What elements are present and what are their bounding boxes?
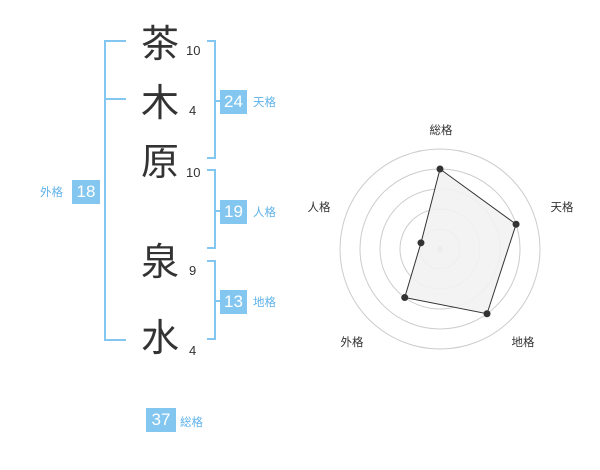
name-char-5: 水 xyxy=(140,316,179,360)
radar-point-5 xyxy=(417,239,425,247)
stroke-count-2: 4 xyxy=(189,103,197,118)
jinkaku-bracket-tick xyxy=(214,210,220,212)
chikaku-value-badge: 13 xyxy=(220,290,247,314)
radar-point-4 xyxy=(401,294,409,302)
soukaku-label: 総格 xyxy=(180,415,203,429)
radar-point-1 xyxy=(436,165,444,173)
radar-axis-label-gaikaku: 外格 xyxy=(341,335,364,349)
name-char-4: 泉 xyxy=(140,240,179,284)
gaikaku-bracket xyxy=(104,40,126,341)
radar-axis-label-chikaku: 地格 xyxy=(512,335,535,349)
tenkaku-bracket-tick xyxy=(214,100,220,102)
gaikaku-label: 外格 xyxy=(40,185,63,199)
radar-axis-label-soukaku: 総格 xyxy=(430,123,453,137)
tenkaku-value-badge: 24 xyxy=(220,90,247,114)
stroke-count-5: 4 xyxy=(189,343,197,358)
chikaku-bracket-tick xyxy=(214,300,220,302)
jinkaku-value-badge: 19 xyxy=(220,200,247,224)
name-char-2: 木 xyxy=(140,81,179,125)
radar-point-3 xyxy=(483,310,491,318)
gaikaku-bracket-tick xyxy=(104,98,126,100)
tenkaku-label: 天格 xyxy=(253,95,276,109)
gaikaku-value-badge: 18 xyxy=(72,180,100,204)
radar-point-2 xyxy=(512,220,520,228)
tenkaku-bracket xyxy=(207,40,216,159)
name-char-3: 原 xyxy=(140,140,179,184)
stroke-count-3: 10 xyxy=(186,165,201,180)
radar-grid-ring xyxy=(339,148,541,350)
radar-axis-label-jinkaku: 人格 xyxy=(308,200,331,214)
stroke-count-1: 10 xyxy=(186,43,201,58)
jinkaku-label: 人格 xyxy=(253,205,276,219)
stroke-count-4: 9 xyxy=(189,263,197,278)
radar-chart: 総格 天格 地格 外格 人格 xyxy=(308,123,574,350)
chikaku-label: 地格 xyxy=(253,295,276,309)
name-char-1: 茶 xyxy=(140,22,179,66)
radar-series-polygon xyxy=(404,168,517,315)
radar-axis-label-tenkaku: 天格 xyxy=(551,200,574,214)
soukaku-value-badge: 37 xyxy=(146,408,176,432)
jinkaku-bracket xyxy=(207,169,216,249)
radar-points xyxy=(401,165,520,318)
